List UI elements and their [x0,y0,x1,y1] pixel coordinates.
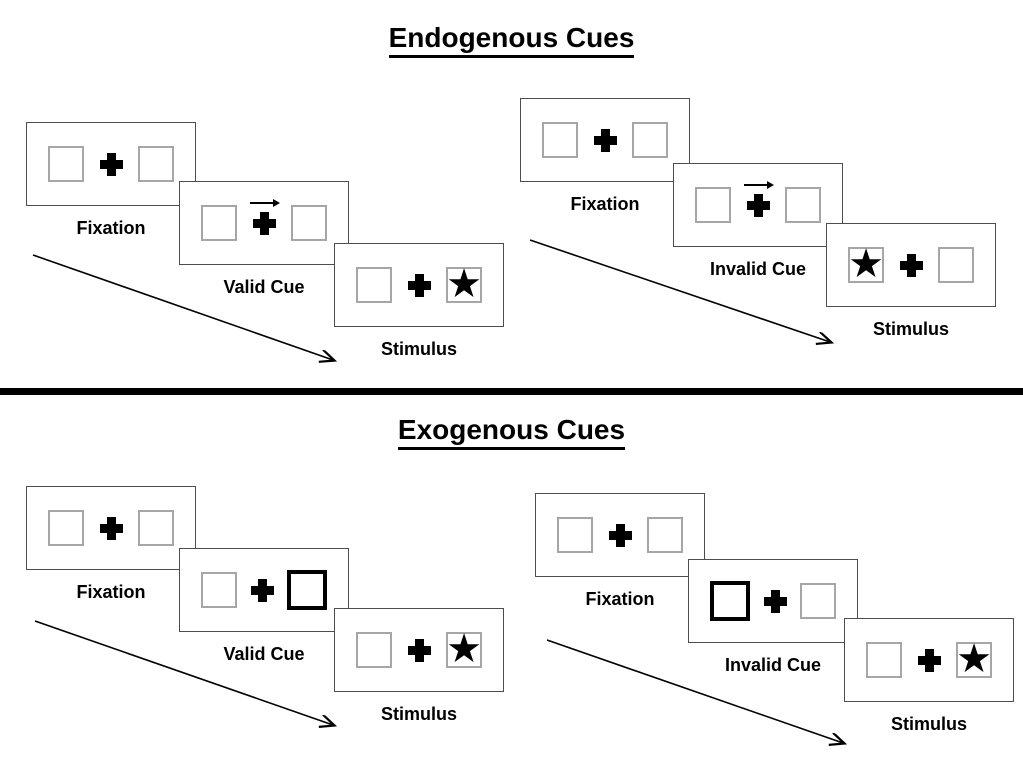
panel-label: Fixation [570,194,640,214]
star-icon: ★ [848,240,884,287]
trial-panel-stimulus: ★ [826,223,996,307]
fixation-cross-wrap [608,523,632,547]
fixation-cross-icon [608,523,632,547]
placeholder-box-left [356,632,392,668]
fixation-cross-icon [917,648,941,672]
trial-panel-stimulus: ★ [334,608,504,692]
placeholder-box-left [48,510,84,546]
fixation-cross-icon [250,578,274,602]
panel-label: Valid Cue [223,644,305,664]
fixation-cross-wrap [593,128,617,152]
placeholder-box-right [647,517,683,553]
fixation-cross-icon [99,152,123,176]
trial-panel-stimulus: ★ [334,243,504,327]
stimulus-box-right: ★ [446,625,482,672]
fixation-cross-icon [763,589,787,613]
fixation-cross-wrap [99,152,123,176]
placeholder-box-right [291,205,327,241]
placeholder-box-right [138,510,174,546]
fixation-cross-wrap [99,516,123,540]
panel-label: Valid Cue [223,277,305,297]
trial-panel-fixation [520,98,690,182]
fixation-cross-icon [252,211,276,235]
fixation-cross-wrap [407,638,431,662]
fixation-cross-wrap [249,198,280,235]
fixation-cross-wrap [743,180,774,217]
section-title-exogenous: Exogenous Cues [0,414,1023,450]
fixation-cross-wrap [899,253,923,277]
section-title-endogenous: Endogenous Cues [0,22,1023,58]
placeholder-box-right [632,122,668,158]
placeholder-box-right [138,146,174,182]
panel-label: Stimulus [380,704,457,724]
fixation-cross-icon [593,128,617,152]
panel-label: Fixation [585,589,655,609]
placeholder-box-left [866,642,902,678]
stimulus-box-right: ★ [956,635,992,682]
trial-panel-valid-cue [179,548,349,632]
fixation-cross-icon [899,253,923,277]
stimulus-box-right: ★ [446,260,482,307]
fixation-cross-wrap [407,273,431,297]
star-icon: ★ [446,260,482,307]
section-title-text: Endogenous Cues [388,22,635,58]
placeholder-box-right [800,583,836,619]
cue-highlight-box-left [710,581,750,621]
placeholder-box-left [201,205,237,241]
fixation-cross-icon [407,638,431,662]
panel-label: Fixation [76,582,146,602]
fixation-cross-wrap [917,648,941,672]
placeholder-box-left [557,517,593,553]
panel-label: Stimulus [380,339,457,359]
fixation-cross-icon [407,273,431,297]
fixation-cross-wrap [250,578,274,602]
placeholder-box-left [356,267,392,303]
placeholder-box-left [48,146,84,182]
trial-panel-invalid-cue [673,163,843,247]
placeholder-box-right [938,247,974,283]
cue-arrow-icon [743,180,774,189]
placeholder-box-left [542,122,578,158]
placeholder-box-right [785,187,821,223]
star-icon: ★ [956,635,992,682]
fixation-cross-icon [746,193,770,217]
stimulus-box-left: ★ [848,240,884,287]
placeholder-box-left [201,572,237,608]
trial-panel-fixation [535,493,705,577]
panel-label: Stimulus [890,714,967,734]
trial-panel-invalid-cue [688,559,858,643]
panel-label: Stimulus [872,319,949,339]
fixation-cross-wrap [763,589,787,613]
section-title-text: Exogenous Cues [397,414,626,450]
cue-arrow-icon [249,198,280,207]
section-divider [0,388,1023,395]
trial-panel-stimulus: ★ [844,618,1014,702]
panel-label: Fixation [76,218,146,238]
trial-panel-valid-cue [179,181,349,265]
cue-highlight-box-right [287,570,327,610]
panel-label: Invalid Cue [709,259,807,279]
star-icon: ★ [446,625,482,672]
trial-panel-fixation [26,122,196,206]
fixation-cross-icon [99,516,123,540]
panel-label: Invalid Cue [724,655,822,675]
trial-panel-fixation [26,486,196,570]
placeholder-box-left [695,187,731,223]
